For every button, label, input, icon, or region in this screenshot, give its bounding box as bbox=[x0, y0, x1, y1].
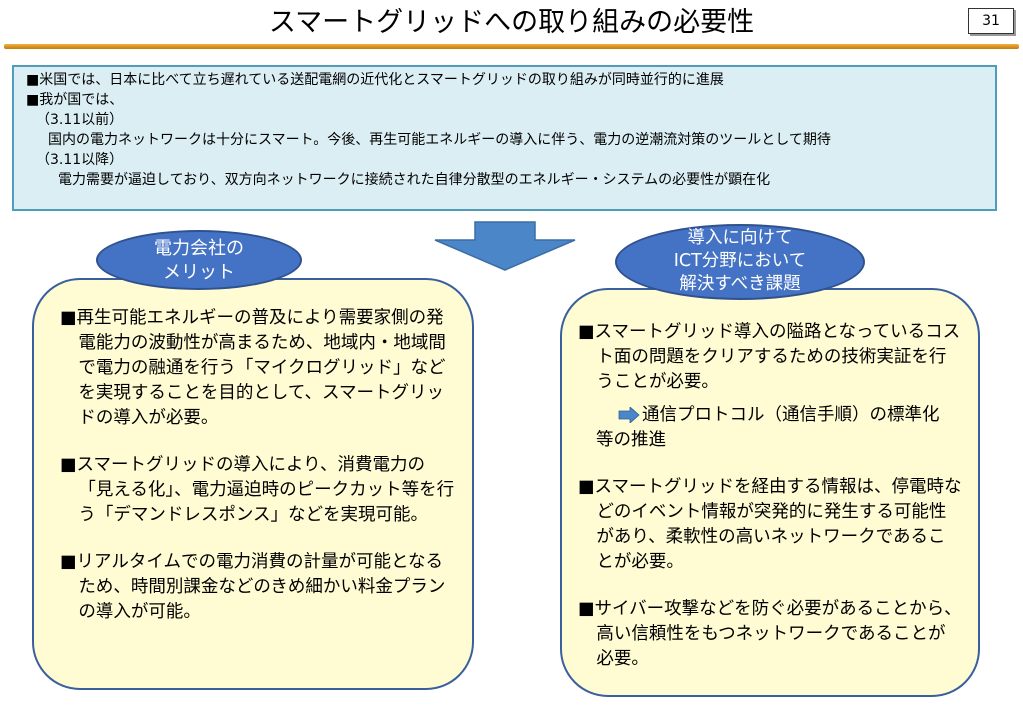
right-arrow-icon bbox=[618, 407, 640, 423]
summary-line: ■我が国では、 bbox=[26, 92, 124, 108]
summary-line: ■米国では、日本に比べて立ち遅れている送配電網の近代化とスマートグリッドの取り組… bbox=[26, 72, 724, 88]
summary-line: （3.11以降） bbox=[36, 152, 124, 168]
issue-item: ■スマートグリッド導入の隘路となっているコスト面の問題をクリアするための技術実証… bbox=[578, 322, 961, 392]
ict-issues-label: 導入に向けて ICT分野において 解決すべき課題 bbox=[615, 224, 865, 300]
label-line: ICT分野において bbox=[673, 251, 807, 271]
summary-line: （3.11以前） bbox=[36, 112, 124, 128]
down-arrow-icon bbox=[434, 221, 576, 271]
summary-line: 電力需要が逼迫しており、双方向ネットワークに接続された自律分散型のエネルギー・シ… bbox=[58, 172, 771, 188]
merit-item: ■再生可能エネルギーの普及により需要家側の発電能力の波動性が高まるため、地域内・… bbox=[60, 308, 446, 428]
label-line: 解決すべき課題 bbox=[679, 274, 801, 294]
ict-issues-panel: ■スマートグリッド導入の隘路となっているコスト面の問題をクリアするための技術実証… bbox=[560, 288, 980, 697]
utility-merits-panel: ■再生可能エネルギーの普及により需要家側の発電能力の波動性が高まるため、地域内・… bbox=[32, 278, 474, 690]
merit-item: ■スマートグリッドの導入により、消費電力の「見える化」、電力逼迫時のピークカット… bbox=[60, 455, 455, 525]
page-title: スマートグリッドへの取り組みの必要性 bbox=[268, 7, 755, 38]
summary-box: ■米国では、日本に比べて立ち遅れている送配電網の近代化とスマートグリッドの取り組… bbox=[12, 65, 997, 211]
issue-item: ■サイバー攻撃などを防ぐ必要があることから、高い信頼性をもつネットワークであるこ… bbox=[578, 599, 962, 669]
summary-line: 国内の電力ネットワークは十分にスマート。今後、再生可能エネルギーの導入に伴う、電… bbox=[48, 132, 831, 148]
label-line: 電力会社の bbox=[154, 238, 244, 259]
issue-subitem-text: 等の推進 bbox=[596, 430, 666, 450]
label-line: 導入に向けて bbox=[687, 228, 793, 248]
title-divider bbox=[4, 44, 1019, 49]
issue-item: ■スマートグリッドを経由する情報は、停電時などのイベント情報が突発的に発生する可… bbox=[578, 477, 962, 572]
issue-subitem-text: 通信プロトコル（通信手順）の標準化 bbox=[642, 405, 940, 425]
page-number: 31 bbox=[968, 8, 1014, 34]
utility-merits-label: 電力会社の メリット bbox=[96, 230, 302, 290]
label-line: メリット bbox=[163, 262, 235, 283]
issue-subitem: 通信プロトコル（通信手順）の標準化 等の推進 bbox=[578, 403, 962, 453]
merit-item: ■リアルタイムでの電力消費の計量が可能となるため、時間別課金などのきめ細かい料金… bbox=[60, 552, 446, 622]
